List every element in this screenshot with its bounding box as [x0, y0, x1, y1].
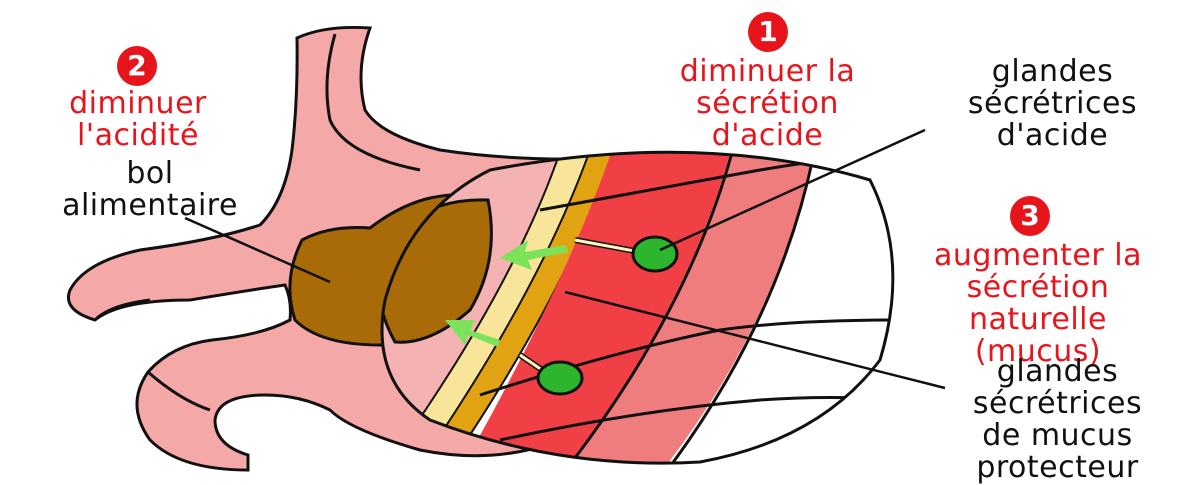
- bolus-line-2: alimentaire: [40, 190, 260, 222]
- acid-glands-line-2: sécrétrices: [930, 88, 1175, 120]
- step-3-line-1: augmenter la: [893, 240, 1183, 272]
- step-2-line-1: diminuer: [38, 88, 238, 120]
- step-1-badge: 1: [748, 12, 788, 52]
- mucus-glands-label: glandes sécrétrices de mucus protecteur: [930, 356, 1185, 484]
- bolus-line-1: bol: [40, 158, 260, 190]
- step-1-label: diminuer la sécrétion d'acide: [640, 56, 895, 152]
- acid-gland: [633, 237, 677, 271]
- step-1-line-1: diminuer la: [640, 56, 895, 88]
- mucus-glands-line-1: glandes: [930, 356, 1185, 388]
- acid-glands-line-3: d'acide: [930, 120, 1175, 152]
- bolus-label: bol alimentaire: [40, 158, 260, 222]
- step-3-line-3: naturelle: [893, 304, 1183, 336]
- step-2-line-2: l'acidité: [38, 120, 238, 152]
- step-2-label: diminuer l'acidité: [38, 88, 238, 152]
- step-1-line-2: sécrétion: [640, 88, 895, 120]
- step-3-label: augmenter la sécrétion naturelle (mucus): [893, 240, 1183, 368]
- mucus-gland: [538, 362, 582, 394]
- mucus-glands-line-4: protecteur: [930, 452, 1185, 484]
- mucus-glands-line-3: de mucus: [930, 420, 1185, 452]
- acid-glands-label: glandes sécrétrices d'acide: [930, 56, 1175, 152]
- step-3-badge: 3: [1010, 196, 1050, 236]
- acid-glands-line-1: glandes: [930, 56, 1175, 88]
- mucus-glands-line-2: sécrétrices: [930, 388, 1185, 420]
- step-3-line-2: sécrétion: [893, 272, 1183, 304]
- step-1-line-3: d'acide: [640, 120, 895, 152]
- step-2-badge: 2: [117, 46, 157, 86]
